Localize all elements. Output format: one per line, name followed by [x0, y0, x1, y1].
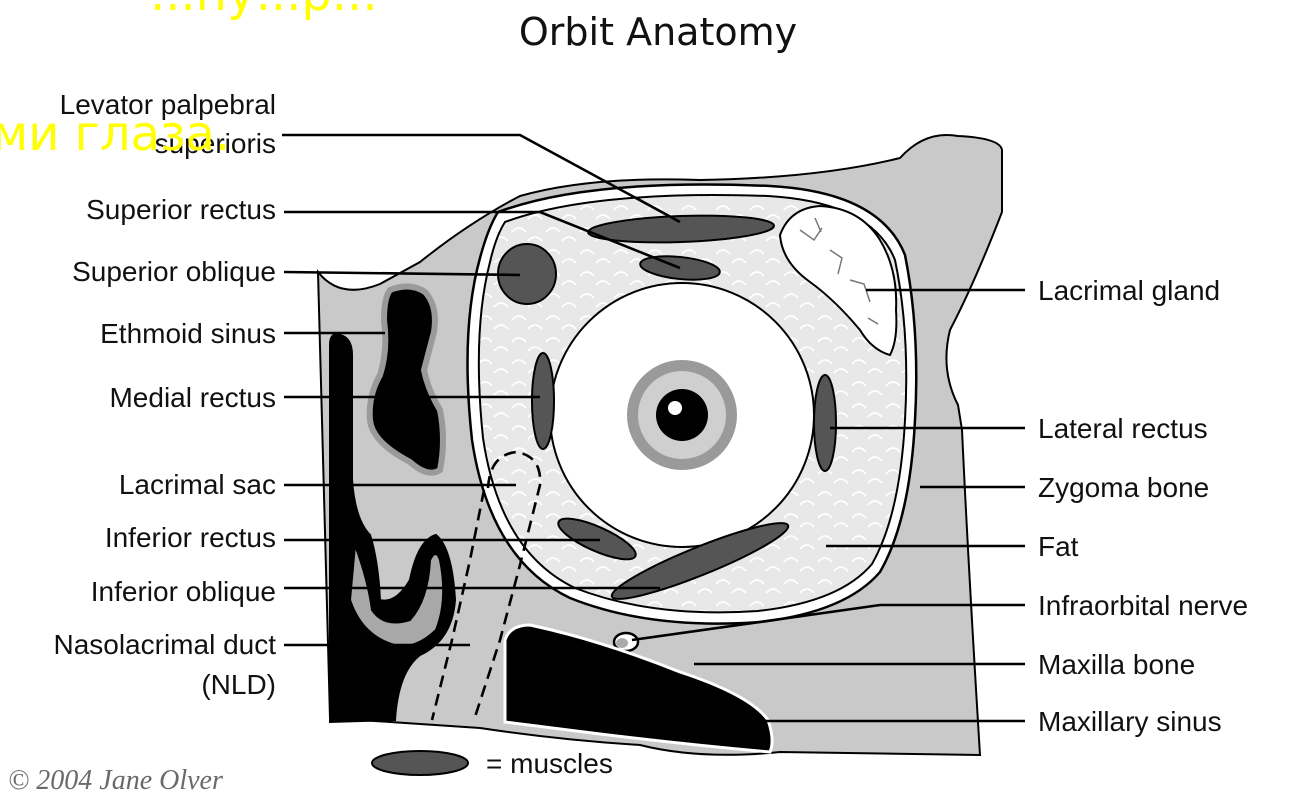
label-superior-oblique: Superior oblique: [72, 256, 276, 287]
label-maxillary-sinus: Maxillary sinus: [1038, 706, 1222, 737]
label-nld-line1: Nasolacrimal duct: [53, 629, 276, 660]
pupil-highlight: [668, 401, 682, 415]
label-nld-line2: (NLD): [201, 669, 276, 700]
label-lacrimal-gland: Lacrimal gland: [1038, 275, 1220, 306]
label-inferior-rectus: Inferior rectus: [105, 522, 276, 553]
label-zygoma-bone: Zygoma bone: [1038, 472, 1209, 503]
overlay-text-left: ми глаза.: [0, 106, 230, 162]
medial-rectus-muscle: [532, 353, 554, 449]
label-infraorbital-nerve: Infraorbital nerve: [1038, 590, 1248, 621]
label-lacrimal-sac: Lacrimal sac: [119, 469, 276, 500]
pupil: [656, 389, 708, 441]
overlay-text-top: ...ну...р...: [150, 0, 378, 22]
diagram-title: Orbit Anatomy: [519, 10, 797, 54]
label-medial-rectus: Medial rectus: [109, 382, 276, 413]
legend-muscle-swatch: [372, 751, 468, 775]
label-superior-rectus: Superior rectus: [86, 194, 276, 225]
label-inferior-oblique: Inferior oblique: [91, 576, 276, 607]
label-ethmoid-sinus: Ethmoid sinus: [100, 318, 276, 349]
lateral-rectus-muscle: [814, 375, 836, 471]
label-fat: Fat: [1038, 531, 1079, 562]
legend-text: = muscles: [486, 748, 613, 779]
label-lateral-rectus: Lateral rectus: [1038, 413, 1208, 444]
copyright-text: © 2004 Jane Olver: [8, 765, 223, 796]
label-maxilla-bone: Maxilla bone: [1038, 649, 1195, 680]
